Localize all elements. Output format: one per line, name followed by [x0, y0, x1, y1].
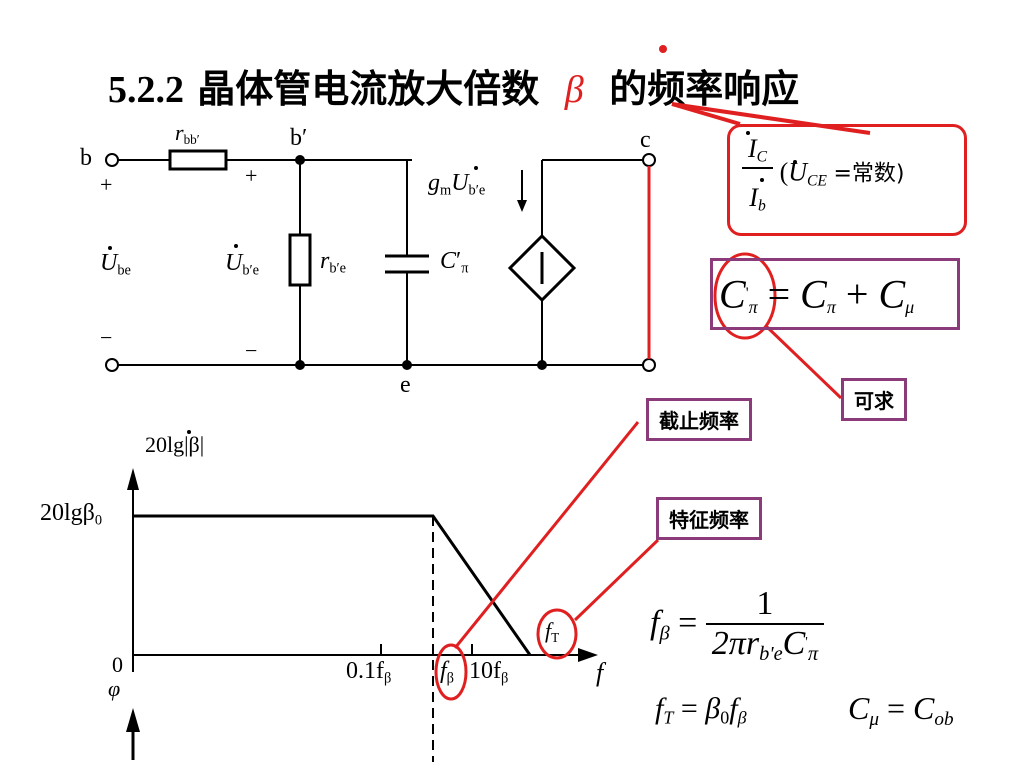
- cutoff-callout-line: [453, 421, 640, 649]
- cpi-prime-highlight: [713, 252, 777, 340]
- ic-ib-fraction: IC Ib: [742, 134, 774, 215]
- title-beta-symbol: β: [564, 69, 584, 111]
- label-e: e: [400, 372, 411, 398]
- bode-x-var: f: [596, 658, 604, 687]
- junction-bottom-3: [537, 360, 547, 370]
- label-plus-mid: +: [245, 163, 258, 188]
- ft-callout-line: [573, 538, 660, 622]
- terminal-e-left: [105, 358, 119, 372]
- x-axis-arrow: [578, 648, 598, 662]
- label-ubprime-e: Ub′e: [225, 250, 260, 279]
- label-minus-left: −: [100, 325, 113, 350]
- junction-bprime: [295, 155, 305, 165]
- beta-dot: [659, 45, 667, 53]
- label-bprime: b′: [290, 125, 308, 151]
- label-c: c: [640, 127, 651, 153]
- resistor-rbb: [168, 149, 228, 171]
- bode-y-level-label: 20lgβ0: [40, 500, 103, 529]
- magnitude-curve: [133, 514, 532, 656]
- label-minus-mid: −: [245, 338, 258, 363]
- label-b: b: [80, 145, 92, 171]
- terminal-c: [642, 153, 656, 167]
- phi-axis-arrow: [126, 708, 140, 732]
- label-rbb: rbb′: [175, 120, 200, 147]
- cmu-formula: Cμ = Cob: [848, 690, 954, 730]
- f-beta-fraction: 1 2πrb'eC'π: [705, 585, 825, 666]
- ft-highlight: [536, 608, 578, 660]
- tag-characteristic-frequency: 特征频率: [656, 497, 762, 540]
- label-gm-ube: gmUb′e: [428, 170, 486, 199]
- circuit: [105, 149, 656, 372]
- page-title: 5.2.2 晶体管电流放大倍数 β 的频率响应: [108, 58, 799, 113]
- terminal-b: [105, 153, 119, 167]
- bode-y-axis-label: 20lg|β|: [145, 432, 205, 457]
- tag-solvable: 可求: [841, 378, 907, 421]
- title-beta: β: [539, 68, 609, 112]
- title-text-before: 晶体管电流放大倍数: [197, 67, 540, 111]
- bode-plot: [126, 430, 598, 762]
- tag-cutoff-frequency: 截止频率: [646, 398, 752, 441]
- bode-ft-label: fT: [545, 618, 560, 645]
- capacitance-formula-box: C'π = Cπ + Cμ: [710, 258, 960, 330]
- bode-tick-fb: fβ: [440, 658, 454, 687]
- solvable-callout-line: [764, 324, 843, 400]
- beta-callout-line-1: [671, 102, 871, 135]
- label-cpi-prime: C′π: [440, 248, 469, 277]
- current-arrow-head: [517, 200, 527, 212]
- junction-bottom-1: [295, 360, 305, 370]
- resistor-rbe: [288, 233, 312, 287]
- title-text-after: 的频率响应: [609, 67, 800, 111]
- y-axis-arrow: [127, 468, 139, 490]
- bode-phi: φ: [108, 676, 121, 701]
- title-number: 5.2.2: [108, 69, 184, 111]
- ft-formula: fT = β0fβ: [655, 692, 747, 728]
- bode-tick-10fb: 10fβ: [469, 658, 509, 687]
- label-plus-left: +: [100, 172, 113, 197]
- label-ube: Ube: [100, 250, 131, 279]
- definition-box: [727, 124, 967, 236]
- bode-origin: 0: [112, 652, 123, 677]
- f-beta-formula: fβ = 1 2πrb'eC'π: [650, 585, 825, 666]
- fbeta-highlight: [434, 643, 468, 701]
- definition-formula: IC Ib (UCE =常数): [742, 134, 905, 215]
- bode-tick-0.1fb: 0.1fβ: [346, 658, 392, 687]
- beta-callout-line-2: [671, 102, 741, 126]
- label-rbe: rb′e: [320, 248, 347, 277]
- junction-e: [402, 360, 412, 370]
- terminal-e-right: [642, 358, 656, 372]
